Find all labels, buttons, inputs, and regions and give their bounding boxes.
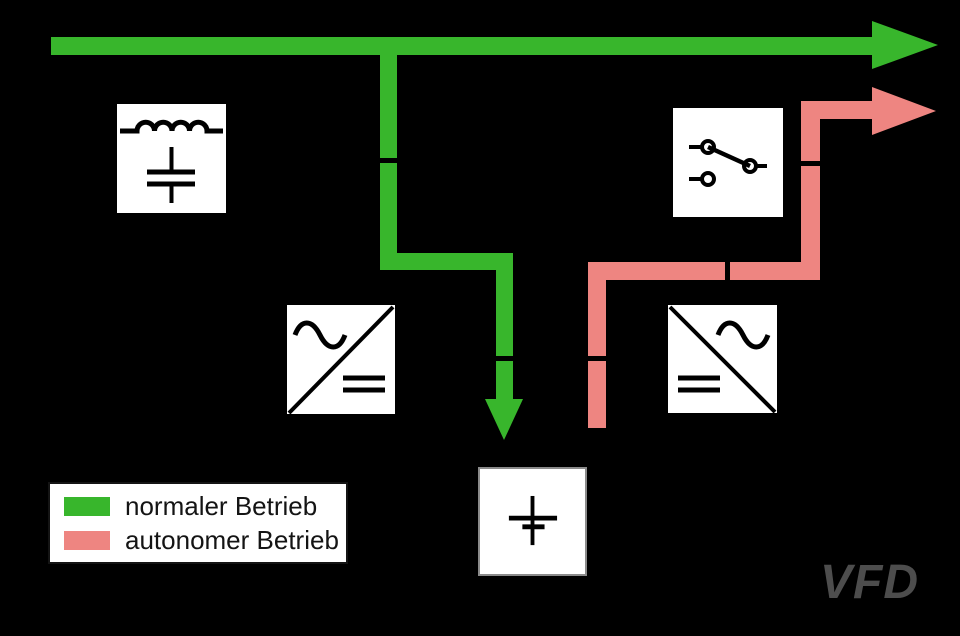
legend: normaler Betrieb autonomer Betrieb (48, 482, 348, 564)
vfd-watermark: VFD (820, 556, 919, 609)
normal-flow-down-segment-2 (496, 361, 513, 400)
rectifier-box (287, 305, 395, 414)
grid-filter-box (117, 104, 226, 213)
converter-diagonal (287, 305, 395, 414)
normal-flow-down-segment-1 (496, 253, 513, 356)
normal-flow-down-arrowhead-icon (485, 399, 523, 440)
inverter-box (668, 305, 777, 413)
autonomous-flow-top-segment (801, 101, 873, 119)
normal-flow-branch-segment-2 (380, 163, 397, 270)
ac-sine-symbol (715, 320, 771, 350)
ac-dc-converter-icon (287, 305, 395, 414)
legend-label: normaler Betrieb (125, 491, 318, 521)
normal-flow-connector-segment (380, 253, 513, 270)
autonomous-flow-arrowhead-icon (872, 87, 936, 135)
dc-symbol (343, 375, 385, 393)
switch-contact (700, 171, 716, 187)
autonomous-flow-left-segment-1 (588, 262, 606, 356)
switch-contact (700, 139, 716, 155)
disconnect-switch-icon (689, 139, 767, 187)
converter-diagonal (668, 305, 777, 413)
dc-symbol (678, 375, 720, 393)
lc-filter-icon (120, 119, 223, 203)
dc-ac-converter-icon (668, 305, 777, 413)
ac-sine-symbol (292, 320, 348, 350)
legend-item-autonomous: autonomer Betrieb (50, 527, 346, 553)
autonomous-flow-left-segment-2 (588, 361, 606, 428)
autonomous-flow-right-segment-2 (801, 166, 820, 280)
normal-flow-top-bus-segment (51, 37, 873, 55)
dc-storage-box (478, 467, 587, 576)
grid-switch-box (673, 108, 783, 217)
normal-flow-right-arrowhead-icon (872, 21, 938, 69)
legend-item-normal: normaler Betrieb (50, 493, 346, 519)
normal-flow-branch-segment-1 (380, 55, 397, 158)
inductor-symbol (120, 119, 223, 134)
autonomous-flow-bottom-segment-1 (588, 262, 725, 280)
autonomous-flow-bottom-segment-2 (730, 262, 820, 280)
legend-label: autonomer Betrieb (125, 525, 339, 555)
autonomous-flow-swatch (64, 530, 110, 550)
switch-contact (742, 158, 758, 174)
battery-icon (508, 495, 558, 546)
normal-flow-swatch (64, 496, 110, 516)
